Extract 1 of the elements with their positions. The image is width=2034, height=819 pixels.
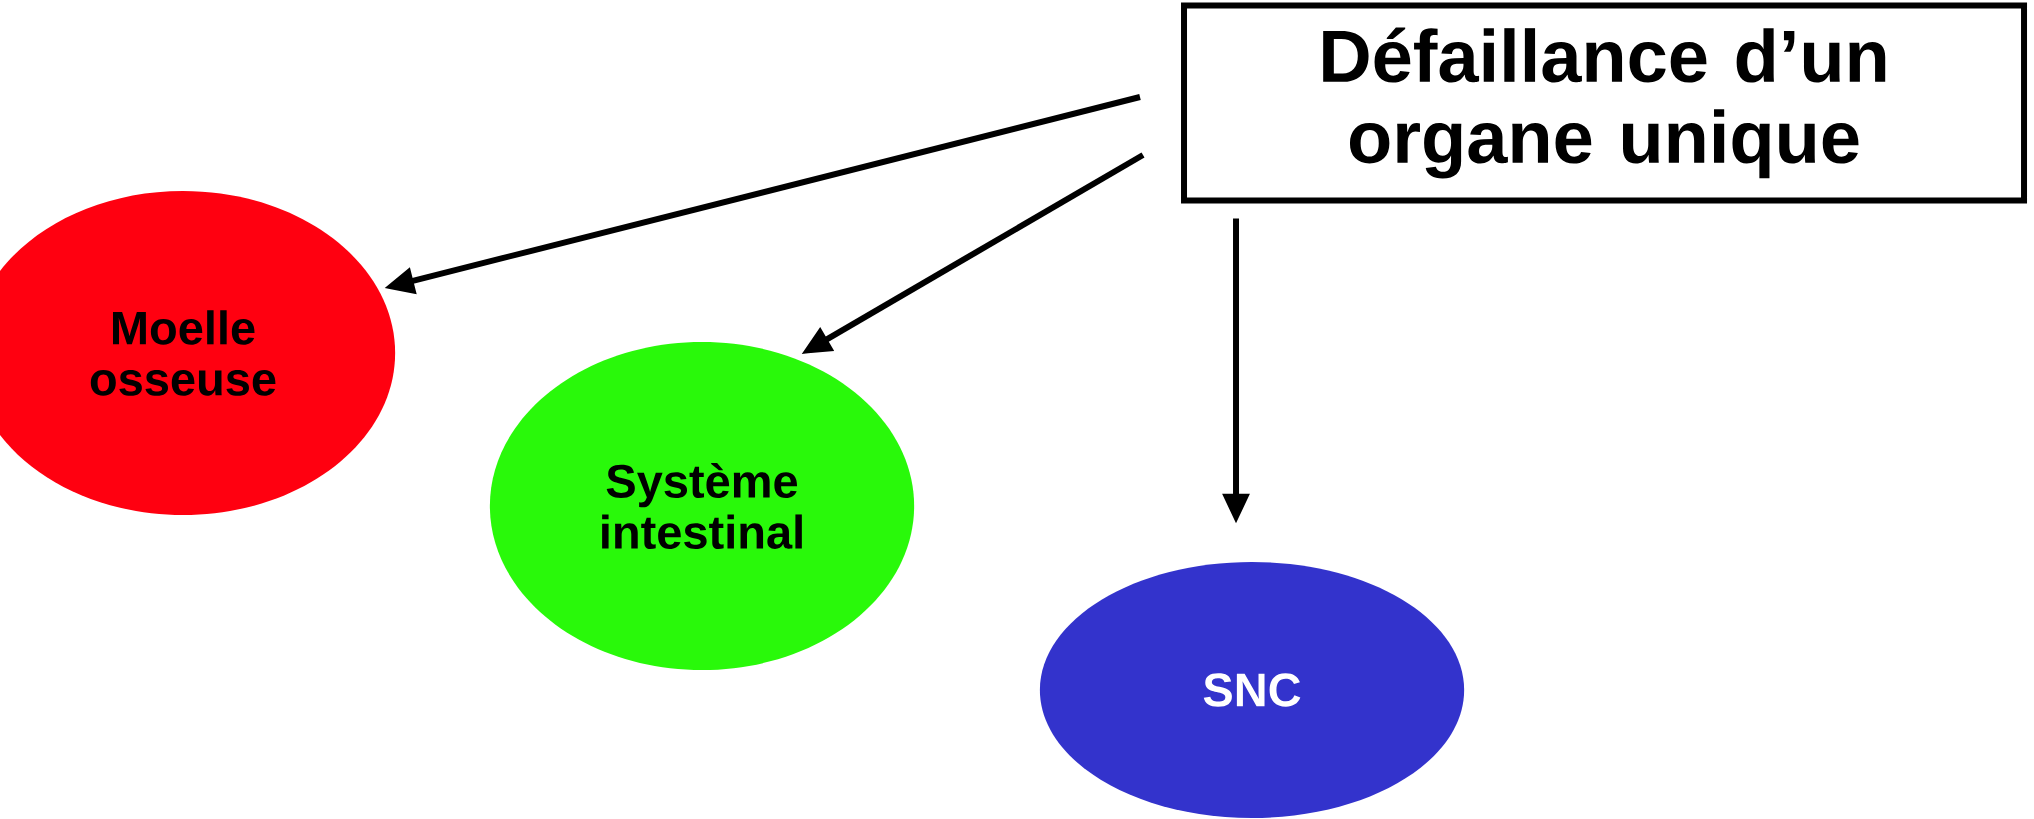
title-box: Défaillance d’un organe unique — [1181, 2, 2028, 204]
